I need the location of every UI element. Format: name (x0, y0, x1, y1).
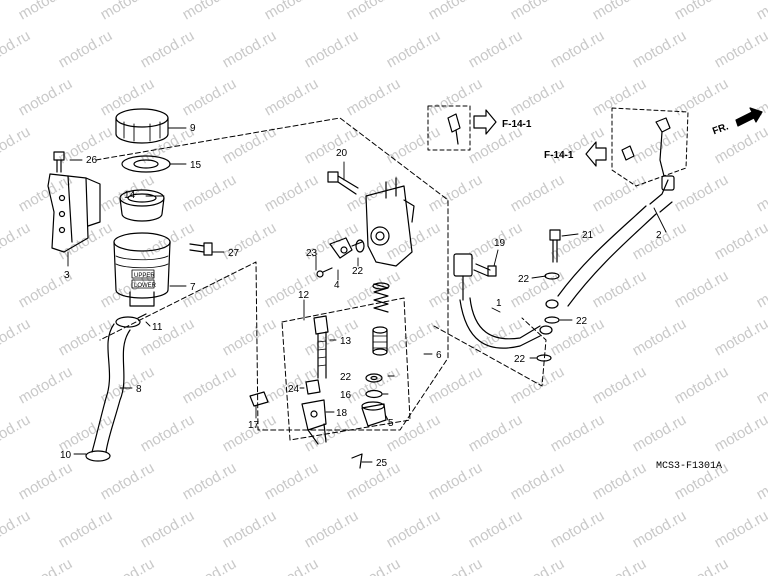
brake-hose-2 (545, 175, 675, 309)
callout-22-bottom: 22 (514, 354, 526, 365)
reservoir-body: UPPER LOWER (113, 232, 171, 307)
callout-6: 6 (436, 350, 442, 361)
callout-12: 12 (298, 290, 310, 301)
bracket-ref-left (447, 113, 461, 145)
ref-arrow-right (473, 109, 497, 135)
cotter-pin (351, 453, 363, 469)
bolt-19 (473, 263, 497, 277)
callout-26: 24 (288, 384, 300, 395)
callout-3: 3 (64, 270, 70, 281)
reservoir-bracket (47, 173, 101, 253)
bolt-20 (327, 171, 359, 195)
diagram-code: MCS3-F1301A (656, 461, 722, 472)
fr-label: FR. (711, 121, 730, 137)
callout-14: 14 (124, 190, 136, 201)
callout-5: 5 (388, 418, 394, 429)
callout-17: 17 (248, 420, 260, 431)
reservoir-upper-label: UPPER (134, 273, 155, 279)
callout-18: 18 (336, 408, 348, 419)
leader-lines (67, 127, 667, 463)
push-rod (313, 315, 329, 379)
clip-17 (249, 391, 269, 407)
hose-clip-lower (85, 450, 111, 462)
callout-7: 7 (190, 282, 196, 293)
callout-15: 15 (190, 160, 202, 171)
callout-1: 1 (496, 298, 502, 309)
nut-26 (305, 379, 321, 395)
washer-23 (365, 373, 383, 383)
ref-arrow-left (585, 141, 607, 167)
group-frame-bracket-reference (427, 105, 689, 187)
fr-arrow (735, 107, 763, 127)
callout-4: 4 (334, 280, 340, 291)
callout-29: 27 (228, 248, 240, 259)
bracket-ref-right (621, 117, 671, 177)
callout-19: 19 (494, 238, 506, 249)
piston-cups (372, 326, 388, 356)
reservoir-plate (121, 155, 171, 173)
reservoir-hose (91, 323, 131, 453)
group-frame-reservoir-body (95, 117, 449, 431)
screw-4 (316, 267, 333, 278)
callout-20: 20 (336, 148, 348, 159)
callout-8: 8 (136, 384, 142, 395)
brake-hose-1 (453, 253, 553, 349)
callout-22-top: 22 (518, 274, 530, 285)
bolt-29 (189, 242, 213, 256)
callout-23: 22 (340, 372, 352, 383)
bolt-28 (53, 151, 65, 173)
bolt-21 (549, 229, 561, 263)
callout-13: 13 (340, 336, 352, 347)
reservoir-diaphragm (119, 189, 165, 222)
hose-clip-upper (115, 313, 147, 328)
piston-spring (372, 282, 390, 313)
reservoir-cap (115, 108, 169, 144)
callout-22-middle: 22 (576, 316, 588, 327)
callout-24: 22 (352, 266, 364, 277)
inlet-joint (329, 237, 363, 259)
group-frame-piston-kit (281, 297, 411, 441)
callout-2: 2 (656, 230, 662, 241)
sealing-washers (536, 272, 560, 362)
reservoir-lower-label: LOWER (134, 283, 157, 289)
callout-21: 21 (582, 230, 594, 241)
ref-label-top: F-14-1 (502, 119, 532, 130)
callout-10: 10 (60, 450, 72, 461)
master-cylinder-body (365, 177, 415, 267)
callout-28: 26 (86, 155, 98, 166)
ref-label-mid: F-14-1 (544, 150, 574, 161)
o-ring-24 (355, 239, 365, 253)
group-frame-hose-6 (433, 317, 547, 387)
callout-25: 23 (306, 248, 318, 259)
circlip-16 (365, 389, 383, 399)
rod-joint (301, 399, 327, 445)
callout-11: 11 (152, 322, 163, 333)
boot-5 (361, 401, 387, 427)
callout-16: 16 (340, 390, 352, 401)
callout-27: 25 (376, 458, 388, 469)
callout-9: 9 (190, 123, 196, 134)
